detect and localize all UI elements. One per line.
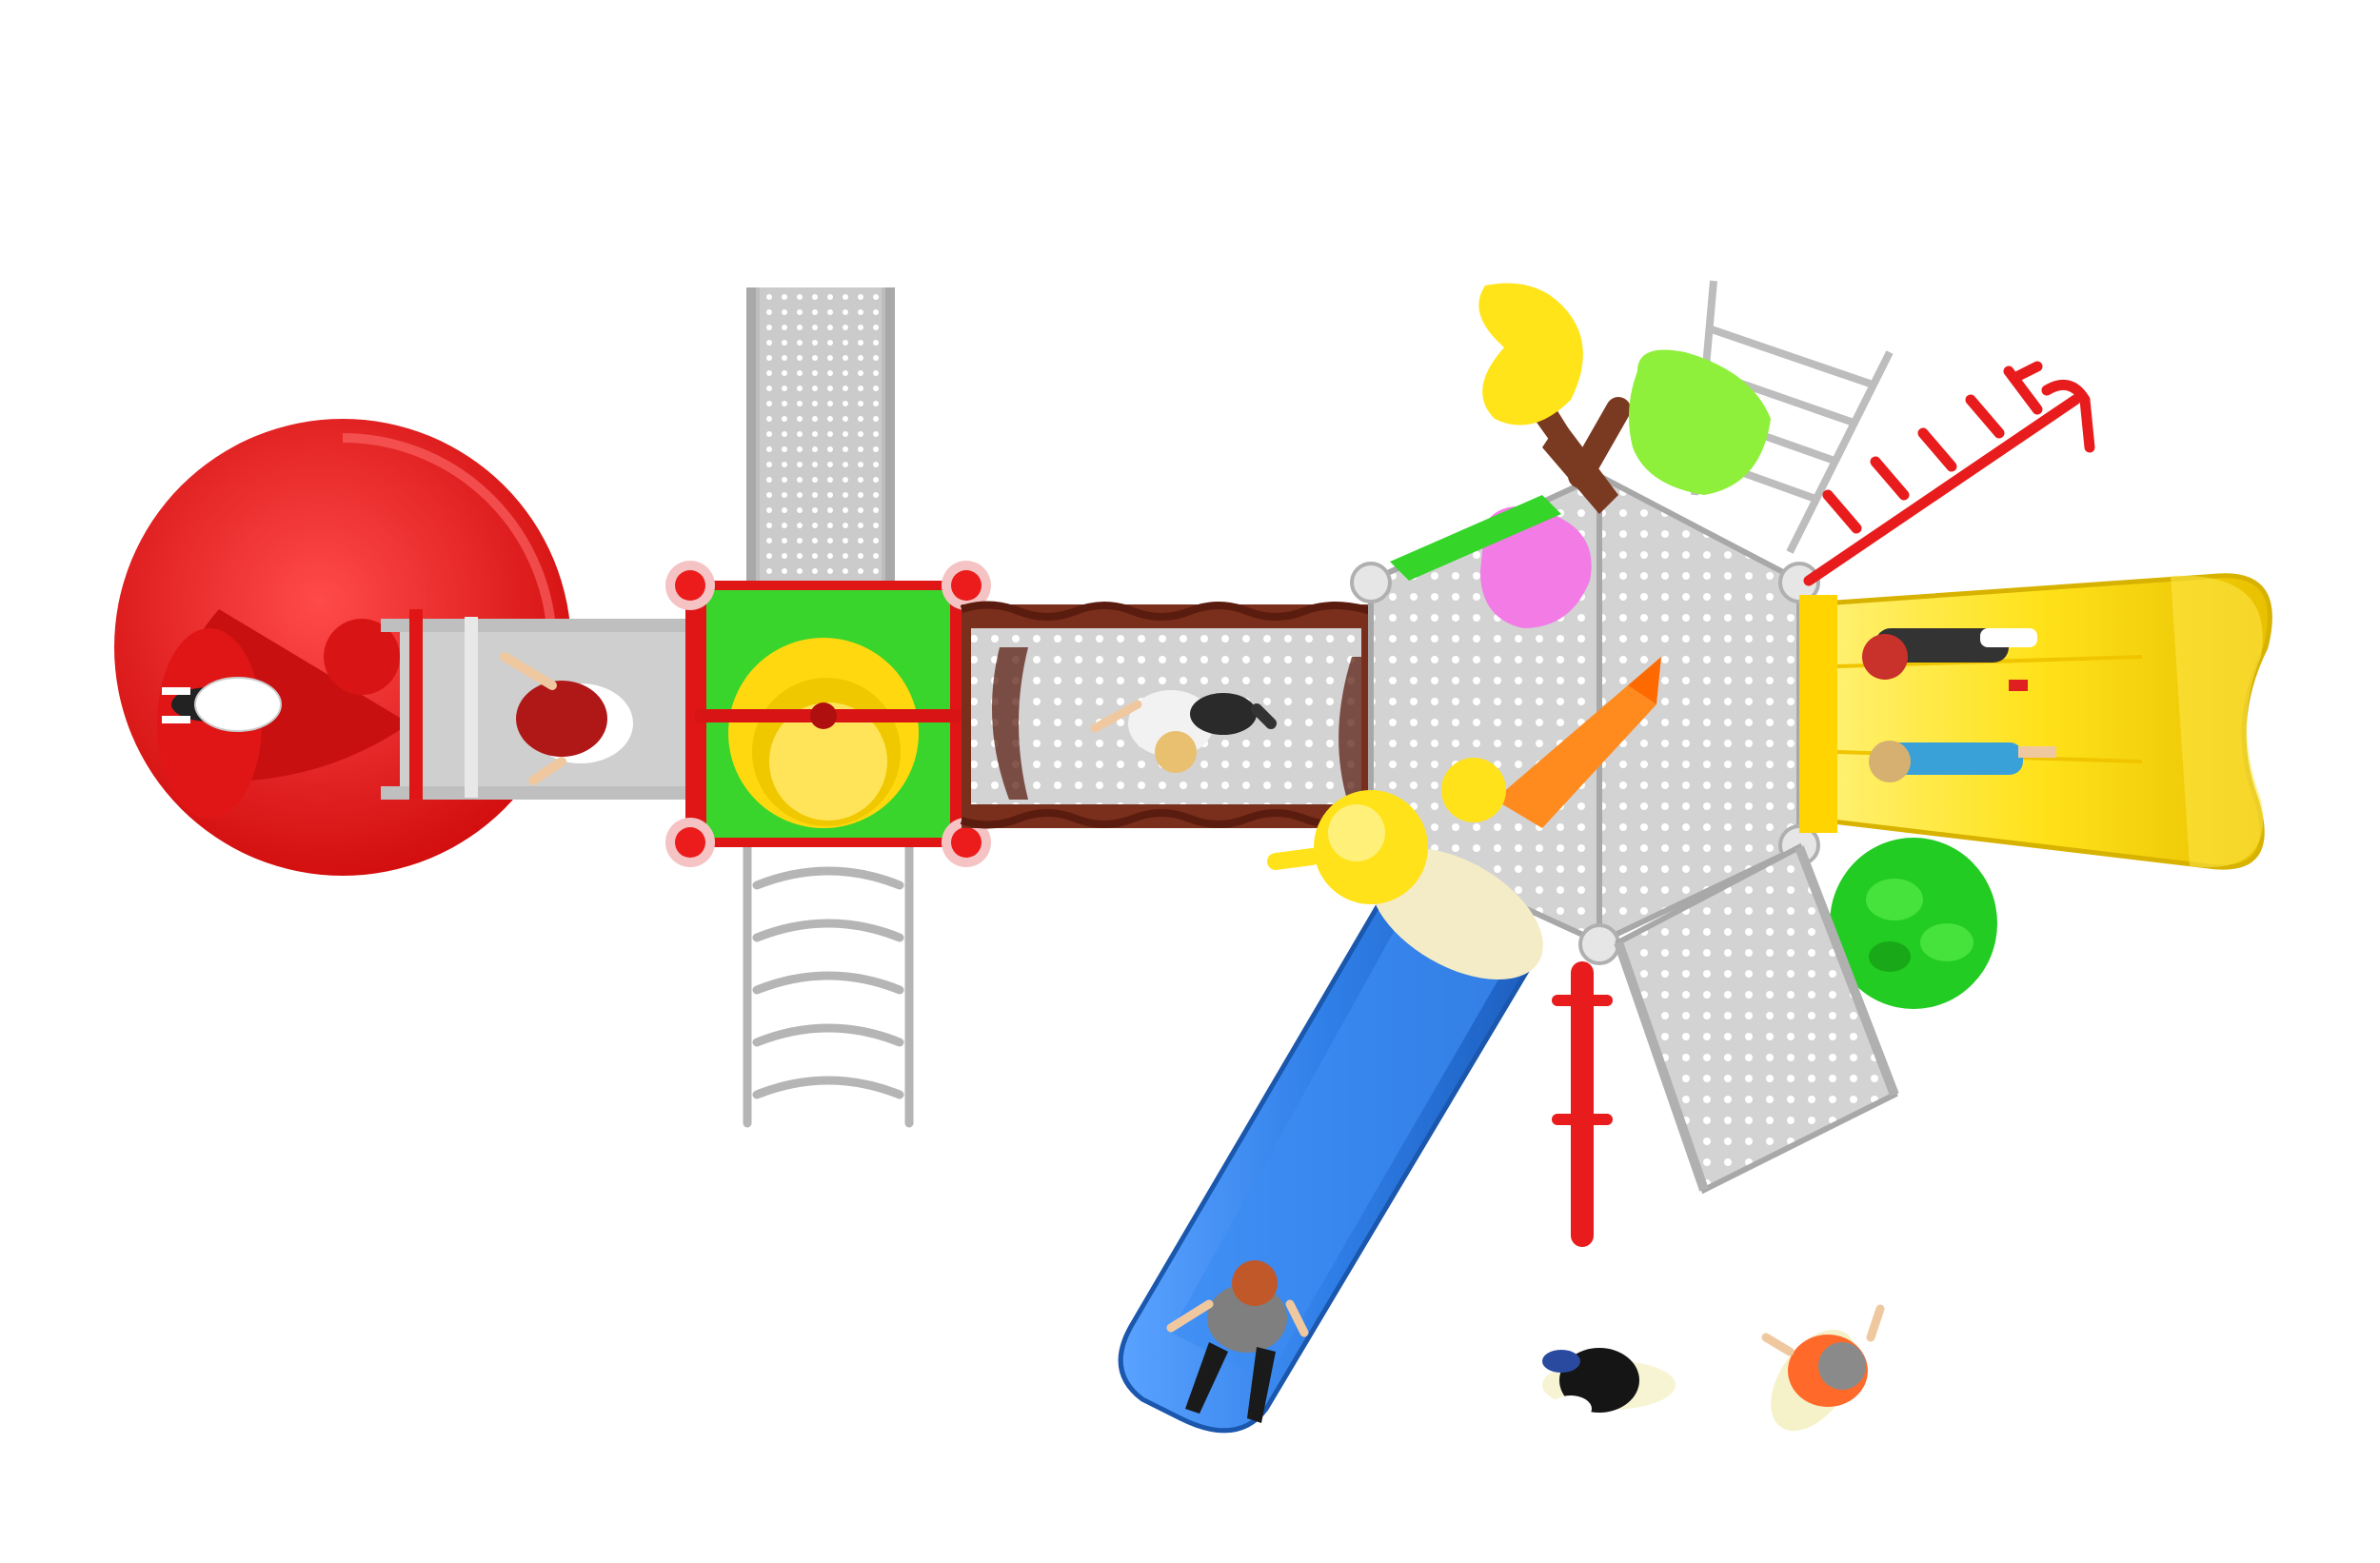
child-dark-hair [1542, 1348, 1676, 1422]
red-pole [1552, 961, 1613, 1247]
child-blue-slide [1166, 1260, 1309, 1423]
green-bush-panel [1830, 838, 1997, 1009]
yellow-bell-roof [1267, 758, 1506, 904]
top-ramp [746, 287, 895, 590]
orange-climber [1495, 657, 1661, 828]
child-on-spiral-slide [162, 677, 282, 732]
child-yellow-slide-bottom [1869, 741, 2056, 782]
yellow-slide [1799, 573, 2272, 870]
child-orange-shirt [1761, 1304, 1885, 1432]
child-on-net-bridge [1090, 690, 1277, 773]
left-tower [665, 561, 991, 867]
bottom-perforated-stair [1614, 842, 1899, 1195]
child-yellow-slide-top [1862, 628, 2037, 691]
red-horizontal-ladder [1803, 361, 2095, 586]
bottom-arch-ladder [743, 842, 914, 1128]
blue-slide [1118, 847, 1543, 1434]
tree-decoration [1390, 283, 1771, 628]
child-red-hair-bridge [500, 652, 633, 785]
